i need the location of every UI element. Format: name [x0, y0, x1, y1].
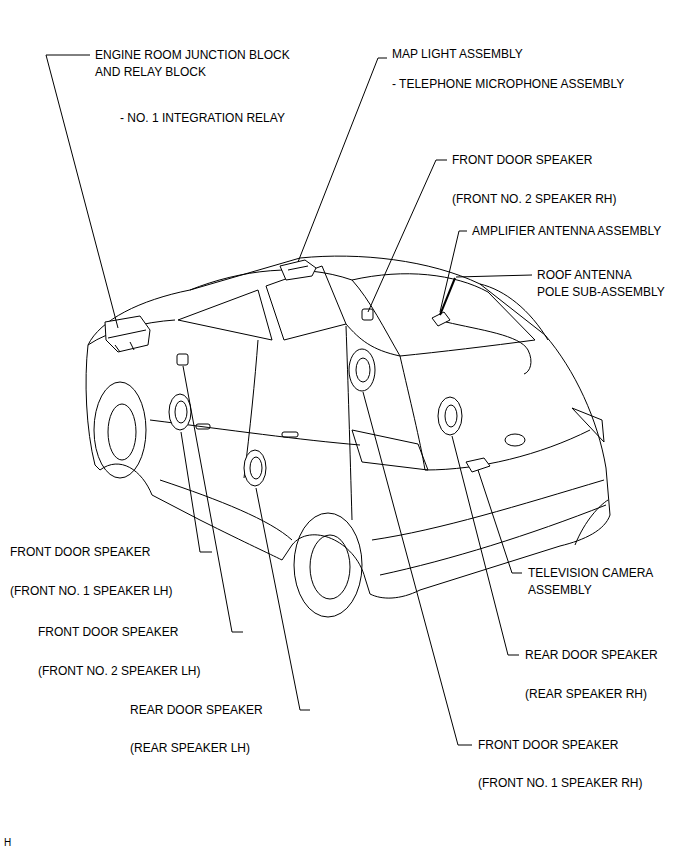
tweeter-lh: [177, 354, 188, 365]
part-label: - NO. 1 INTEGRATION RELAY: [120, 110, 285, 127]
door-handle: [196, 424, 210, 429]
part-label: (FRONT NO. 1 SPEAKER RH): [478, 775, 642, 792]
speaker-rear-rh-cone: [445, 405, 457, 427]
map-light: [280, 260, 316, 280]
body-outline: [86, 256, 610, 598]
tail-light-left: [352, 430, 428, 470]
car-body: [86, 256, 610, 617]
front-wheel: [94, 382, 146, 478]
front-side-window: [178, 290, 272, 340]
antenna-pole: [440, 278, 455, 315]
pillar: [346, 324, 400, 356]
roof-line: [190, 270, 352, 290]
leader-line: [440, 231, 467, 312]
rear-wheel: [294, 513, 362, 617]
part-label: FRONT DOOR SPEAKER: [452, 152, 592, 169]
leader-line: [363, 392, 472, 745]
front-wheel-hub: [108, 404, 136, 460]
tv-camera: [466, 458, 490, 472]
part-label: (REAR SPEAKER LH): [130, 740, 250, 757]
speaker-rear-rh: [438, 397, 462, 435]
leader-line: [298, 58, 387, 262]
speaker-front-rh-cone: [356, 358, 370, 382]
part-label: TELEVISION CAMERA ASSEMBLY: [528, 565, 663, 599]
speaker-rear-lh: [244, 450, 266, 486]
part-label: MAP LIGHT ASSEMBLY: [392, 46, 523, 63]
leader-line: [452, 436, 519, 655]
leader-line: [368, 160, 447, 312]
rear-bumper: [372, 480, 604, 540]
junction-block: [105, 316, 150, 352]
part-label: - TELEPHONE MICROPHONE ASSEMBLY: [392, 76, 624, 93]
speaker-front-lh-cone: [175, 401, 187, 423]
part-label: (FRONT NO. 1 SPEAKER LH): [10, 583, 172, 600]
part-label: ROOF ANTENNA POLE SUB-ASSEMBLY: [537, 267, 666, 301]
antenna-cable: [446, 322, 531, 374]
part-label: FRONT DOOR SPEAKER: [10, 544, 150, 561]
part-label: (FRONT NO. 2 SPEAKER LH): [38, 663, 200, 680]
emblem: [505, 434, 525, 446]
speaker-front-lh: [169, 394, 191, 430]
components: [105, 260, 531, 486]
part-label: FRONT DOOR SPEAKER: [38, 624, 178, 641]
rear-door-line: [346, 326, 352, 520]
part-label: FRONT DOOR SPEAKER: [478, 737, 618, 754]
part-label: REAR DOOR SPEAKER: [525, 647, 658, 664]
hatch-line: [400, 356, 590, 470]
leader-line: [181, 432, 212, 552]
part-label: REAR DOOR SPEAKER: [130, 702, 263, 719]
rear-right-wheel: [575, 500, 608, 545]
junction-block-detail: [108, 330, 146, 352]
leader-line: [46, 55, 118, 328]
leader-line: [183, 366, 243, 632]
sill-line: [160, 480, 292, 540]
leader-line: [456, 275, 532, 277]
speaker-front-rh: [349, 349, 375, 391]
tweeter-rh: [362, 309, 373, 320]
tail-light-right: [572, 408, 604, 442]
part-label: (REAR SPEAKER RH): [525, 686, 647, 703]
door-handle: [282, 432, 298, 437]
part-label: AMPLIFIER ANTENNA ASSEMBLY: [472, 223, 661, 240]
leader-line: [256, 488, 310, 710]
map-light-detail: [288, 266, 308, 270]
speaker-rear-lh-cone: [250, 457, 262, 479]
figure-code: H: [4, 834, 11, 851]
part-label: (FRONT NO. 2 SPEAKER RH): [452, 191, 616, 208]
rear-wheel-hub: [310, 535, 350, 599]
leader-line: [478, 470, 522, 573]
part-label: ENGINE ROOM JUNCTION BLOCK AND RELAY BLO…: [95, 47, 300, 81]
